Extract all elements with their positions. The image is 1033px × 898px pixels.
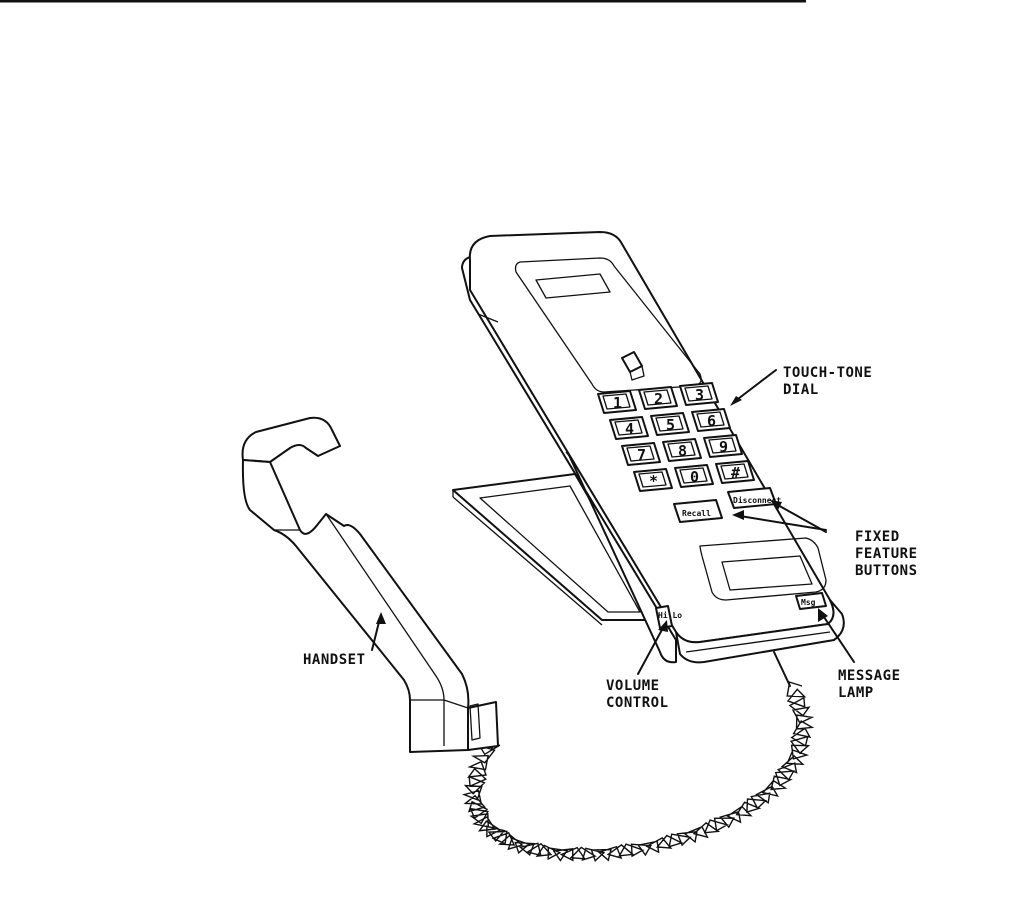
handset [241,416,499,753]
phone-body [461,231,845,664]
keypad-key-label: 8 [678,442,687,460]
label-message-1: MESSAGE [838,668,901,684]
label-fixed-2: FEATURE [855,546,918,562]
message-lamp-label: Msg [801,598,816,607]
keypad-key-label: 5 [666,416,675,434]
keypad-key[interactable]: 7 [621,442,661,466]
keypad-key[interactable]: 6 [691,408,731,432]
keypad-key[interactable]: 1 [597,390,637,414]
leader-lines [371,369,855,675]
keypad-key[interactable]: * [633,468,673,492]
disconnect-button[interactable]: Disconnect [727,487,781,509]
keypad-key[interactable]: 3 [679,382,719,406]
keypad-key[interactable]: # [715,460,755,484]
keypad-key-label: 9 [719,438,728,456]
disconnect-button-label: Disconnect [733,495,781,505]
fixed-feature-buttons: Recall Disconnect [673,487,781,523]
message-lamp: Msg [795,592,827,610]
recall-button[interactable]: Recall [673,499,723,523]
keypad-key-label: 4 [625,420,634,438]
label-message-2: LAMP [838,685,874,701]
keypad-key-label: 6 [707,412,716,430]
recall-button-label: Recall [682,509,711,518]
volume-control[interactable]: Hi Lo [655,605,682,629]
keypad-key[interactable]: 2 [638,386,678,410]
keypad-key-label: 3 [695,386,704,404]
keypad-key[interactable]: 0 [674,464,714,488]
label-volume-2: CONTROL [606,695,669,711]
keypad-key-label: * [649,472,658,490]
keypad-key[interactable]: 9 [703,434,743,458]
keypad-key-label: # [731,464,740,482]
volume-control-label: Hi Lo [658,610,682,620]
keypad-key-label: 2 [654,390,663,408]
keypad-key-label: 0 [690,468,699,486]
keypad-key-label: 7 [637,446,646,464]
label-fixed-3: BUTTONS [855,563,918,579]
callout-labels: TOUCH-TONE DIAL FIXED FEATURE BUTTONS HA… [303,365,918,711]
keypad-key[interactable]: 8 [662,438,702,462]
label-touch-tone-1: TOUCH-TONE [783,365,872,381]
label-volume-1: VOLUME [606,678,660,694]
label-fixed-1: FIXED [855,529,900,545]
keypad-key[interactable]: 5 [650,412,690,436]
touch-tone-keypad: 1 2 3 4 5 6 7 8 9 * 0 # [597,382,755,492]
label-touch-tone-2: DIAL [783,382,819,398]
keypad-key[interactable]: 4 [609,416,649,440]
keypad-key-label: 1 [613,394,622,412]
label-handset: HANDSET [303,652,366,668]
